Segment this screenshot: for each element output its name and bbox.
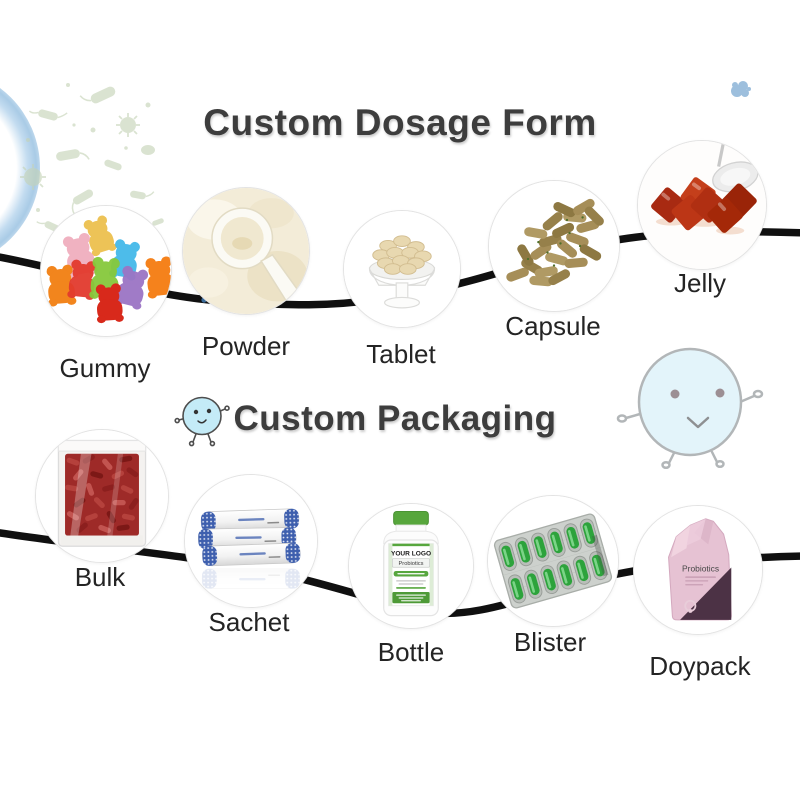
jelly-pieces-image — [638, 141, 766, 269]
blister-circle — [487, 495, 619, 627]
tablet-label: Tablet — [366, 339, 436, 369]
tablet-circle — [343, 210, 461, 328]
probiotic-mascot-small-icon — [174, 396, 230, 447]
tablet-bowl-image — [344, 211, 460, 327]
capsules-image — [489, 181, 619, 311]
sachet-label: Sachet — [208, 607, 290, 637]
bottle-logo-text: YOUR LOGO — [391, 550, 431, 557]
doypack-product-name: Probiotics — [682, 563, 719, 573]
jelly-label: Jelly — [673, 268, 726, 298]
gummy-label: Gummy — [59, 353, 151, 383]
capsule-label: Capsule — [505, 311, 601, 341]
sachet-sticks-image — [185, 475, 317, 607]
sachet-circle — [184, 474, 318, 608]
bulk-bag-image — [36, 430, 168, 562]
bottle-circle: YOUR LOGO Probiotics — [348, 503, 474, 629]
capsule-circle — [488, 180, 620, 312]
jelly-circle — [637, 140, 767, 270]
gummy-bears-image — [41, 206, 171, 336]
bottle-image: YOUR LOGO Probiotics — [349, 504, 473, 628]
doypack-circle: Probiotics — [633, 505, 763, 635]
blue-splat-icon — [731, 81, 751, 97]
powder-circle — [182, 187, 310, 315]
powder-scoop-image — [183, 188, 309, 314]
packaging-section-title: Custom Packaging — [233, 399, 557, 438]
dosage-section-title: Custom Dosage Form — [203, 102, 597, 143]
blister-label: Blister — [513, 627, 587, 657]
doypack-label: Doypack — [649, 651, 751, 681]
powder-label: Powder — [201, 331, 291, 361]
bottle-product-name: Probiotics — [399, 561, 424, 567]
probiotic-mascot-large-icon — [616, 347, 764, 470]
bottle-label: Bottle — [377, 637, 445, 667]
gummy-circle — [40, 205, 172, 337]
bulk-circle — [35, 429, 169, 563]
bulk-label: Bulk — [74, 562, 126, 592]
blister-pack-image — [488, 496, 618, 626]
doypack-pouch-image: Probiotics — [634, 506, 762, 634]
